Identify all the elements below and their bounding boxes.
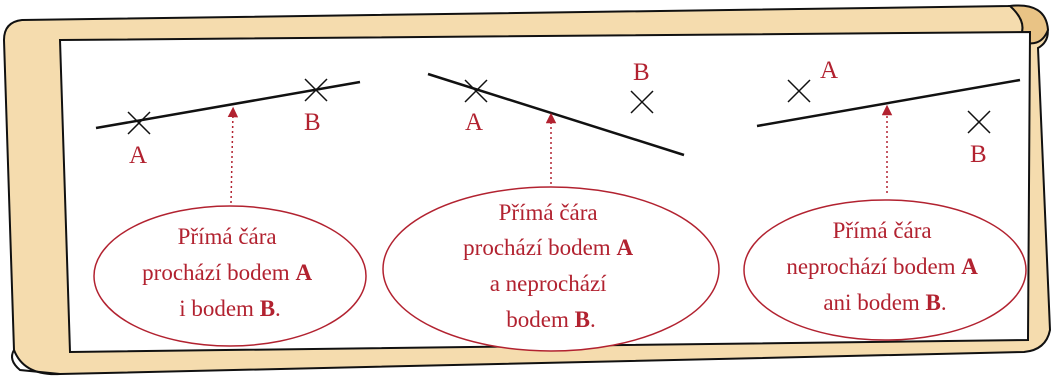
line-3 — [756, 78, 1021, 128]
point-b-cross — [630, 90, 654, 114]
point-a-cross — [464, 79, 488, 103]
caption-ellipse — [382, 186, 720, 352]
point-a-cross — [127, 111, 151, 135]
point-b-cross — [304, 78, 328, 102]
panel-2: A B Přímá čára prochází bodem A a neproc… — [382, 59, 720, 352]
label-point-b: B — [304, 109, 321, 136]
label-point-a: A — [129, 142, 147, 169]
point-a-cross — [787, 79, 811, 103]
label-point-b: B — [970, 141, 987, 168]
panel-3: A B Přímá čára neprochází bodem A ani bo… — [743, 57, 1027, 341]
point-b-cross — [967, 110, 991, 134]
caption-text: Přímá čára neprochází bodem A ani bodem … — [786, 218, 983, 315]
panel-1: A B Přímá čára prochází bodem A i bodem … — [93, 78, 367, 347]
caption-text: Přímá čára prochází bodem A a neprochází… — [463, 200, 639, 332]
label-point-a: A — [820, 57, 838, 84]
scroll-curl — [1007, 4, 1050, 45]
caption-ellipse — [93, 205, 367, 347]
label-point-a: A — [465, 109, 483, 136]
caption-ellipse — [743, 199, 1027, 341]
label-point-b: B — [633, 59, 650, 86]
pointer-arrow — [227, 106, 239, 204]
caption-text: Přímá čára prochází bodem A i bodem B. — [142, 224, 318, 321]
